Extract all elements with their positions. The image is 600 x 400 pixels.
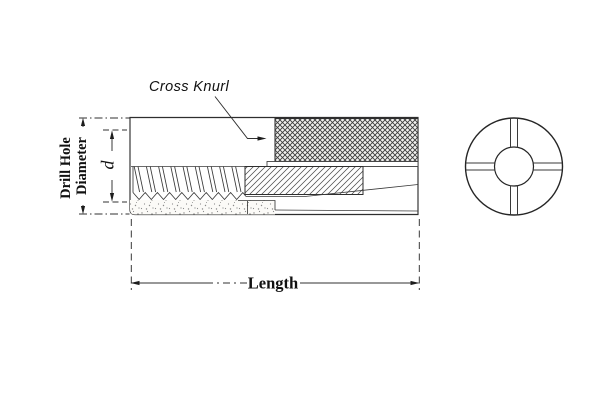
anchor-side-section-view	[129, 116, 419, 216]
arrow-up-icon	[80, 117, 86, 126]
drill-hole-diameter-dimension: Drill Hole Diameter	[58, 117, 130, 215]
knurl-band	[274, 117, 419, 163]
length-dimension: Length	[130, 219, 420, 293]
stipple-band	[130, 200, 276, 215]
arrow-down-icon	[109, 193, 115, 202]
cross-knurl-callout: Cross Knurl	[149, 79, 267, 141]
drill-hole-diameter-label-line2: Diameter	[74, 136, 90, 195]
arrow-right-icon	[410, 280, 420, 286]
anchor-end-view	[464, 117, 564, 216]
stipple-fill	[130, 200, 275, 215]
bore-diameter-label: d	[98, 160, 118, 170]
taper-slot-line	[246, 184, 419, 197]
length-label: Length	[248, 274, 298, 293]
bore-circle	[493, 146, 535, 187]
leader-line	[214, 96, 259, 139]
thread-profile-zigzag	[132, 191, 247, 201]
stipple-border	[238, 200, 276, 210]
drill-hole-diameter-label-line1: Drill Hole	[58, 137, 74, 199]
arrow-down-icon	[80, 206, 86, 215]
inner-bottom-wall-line	[274, 209, 419, 212]
cross-knurl-label: Cross Knurl	[149, 79, 230, 95]
arrow-up-icon	[109, 130, 115, 139]
thread-flank-lines	[133, 166, 242, 193]
expansion-slots	[465, 118, 563, 215]
bore-diameter-dimension: d	[98, 129, 127, 203]
arrow-right-icon	[257, 136, 267, 141]
knurl-step-ledge	[266, 161, 419, 167]
arrow-left-icon	[130, 280, 140, 286]
expander-plug-hatch	[244, 166, 364, 195]
internal-thread-section	[132, 166, 247, 201]
